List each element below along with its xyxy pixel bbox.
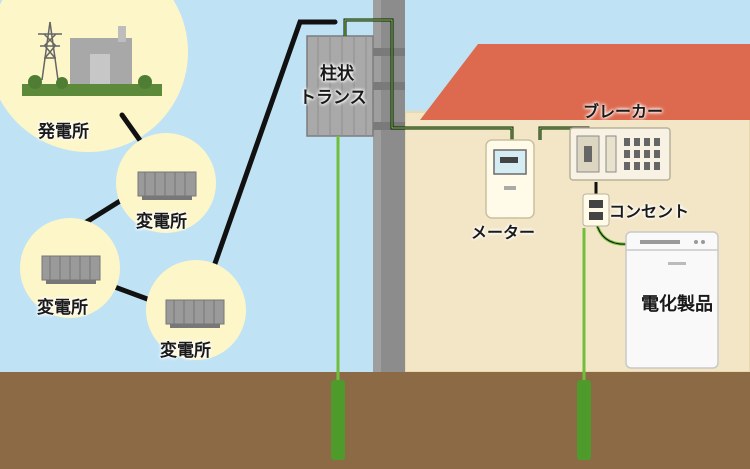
breaker-panel (569, 127, 671, 181)
substation-label-1: 変電所 (136, 212, 187, 232)
power-plant (0, 0, 188, 152)
electric-meter (485, 139, 535, 219)
substation-2 (20, 218, 120, 318)
appliance-fridge (625, 231, 719, 369)
wall-outlet (582, 193, 610, 227)
pole-transformer (306, 35, 405, 137)
breaker-label: ブレーカー (583, 102, 664, 121)
pole-transformer-label-line1: 柱状 (320, 64, 354, 84)
power-plant-label: 発電所 (38, 122, 89, 142)
substation-1 (116, 133, 216, 233)
substation-label-3: 変電所 (160, 341, 211, 361)
pole-transformer-label-line2: トランス (299, 88, 367, 108)
outlet-label: コンセント (609, 202, 690, 221)
grounding (331, 136, 591, 460)
appliance-label: 電化製品 (641, 294, 713, 315)
ground (0, 372, 750, 469)
substation-3 (146, 260, 246, 360)
meter-label: メーター (471, 223, 536, 242)
substation-label-2: 変電所 (37, 298, 88, 318)
utility-pole (373, 0, 405, 372)
